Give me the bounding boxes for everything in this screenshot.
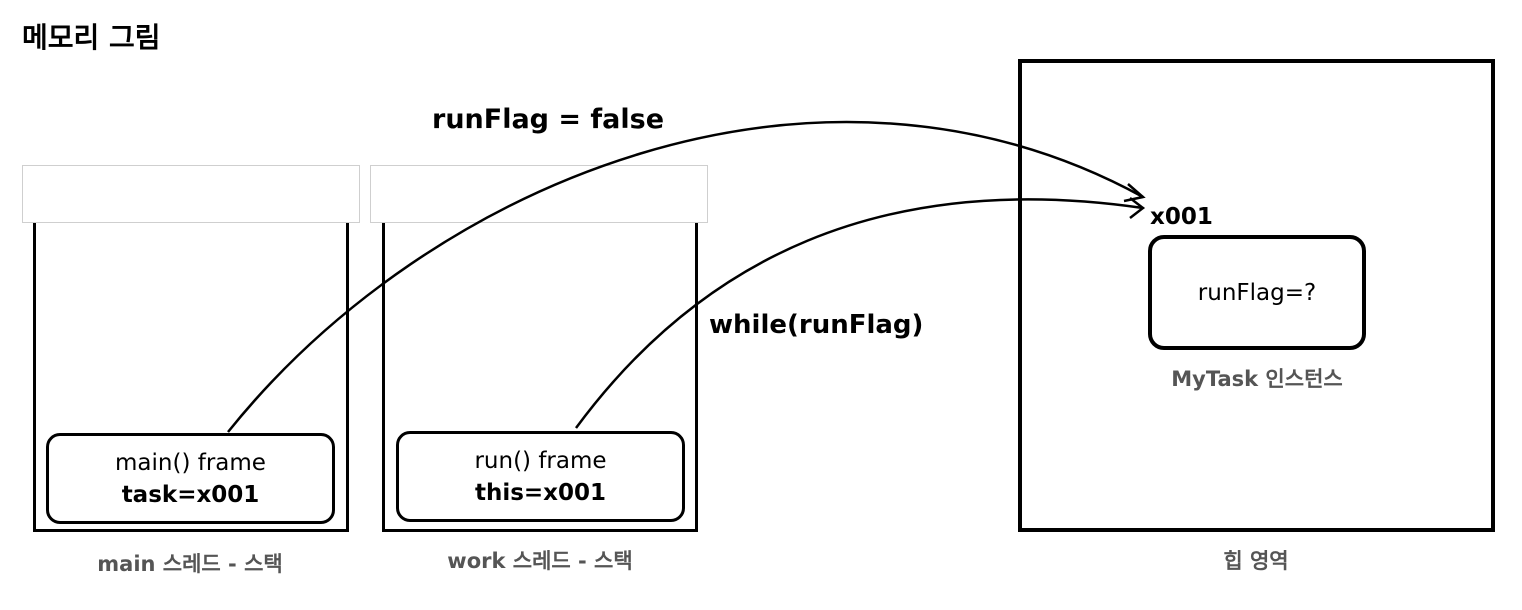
run-frame-title: run() frame (474, 447, 607, 474)
run-frame: run() frame this=x001 (396, 431, 685, 522)
main-frame-task-ref: task=x001 (121, 481, 260, 508)
instance-address: x001 (1150, 204, 1213, 230)
main-stack-lid (22, 165, 360, 223)
mytask-instance: runFlag=? (1148, 235, 1366, 350)
runflag-false-label: runFlag = false (432, 104, 665, 135)
main-frame-title: main() frame (115, 449, 266, 476)
work-stack-caption: work 스레드 - 스택 (447, 549, 633, 573)
mytask-instance-caption: MyTask 인스턴스 (1171, 367, 1343, 391)
work-stack-lid (370, 165, 708, 223)
page-title: 메모리 그림 (22, 21, 161, 54)
main-stack-caption: main 스레드 - 스택 (97, 552, 283, 576)
run-frame-this-ref: this=x001 (474, 479, 607, 506)
runflag-field: runFlag=? (1197, 279, 1317, 306)
heap-caption: 힙 영역 (1223, 549, 1289, 573)
main-frame: main() frame task=x001 (46, 433, 335, 524)
while-runflag-label: while(runFlag) (709, 310, 924, 340)
